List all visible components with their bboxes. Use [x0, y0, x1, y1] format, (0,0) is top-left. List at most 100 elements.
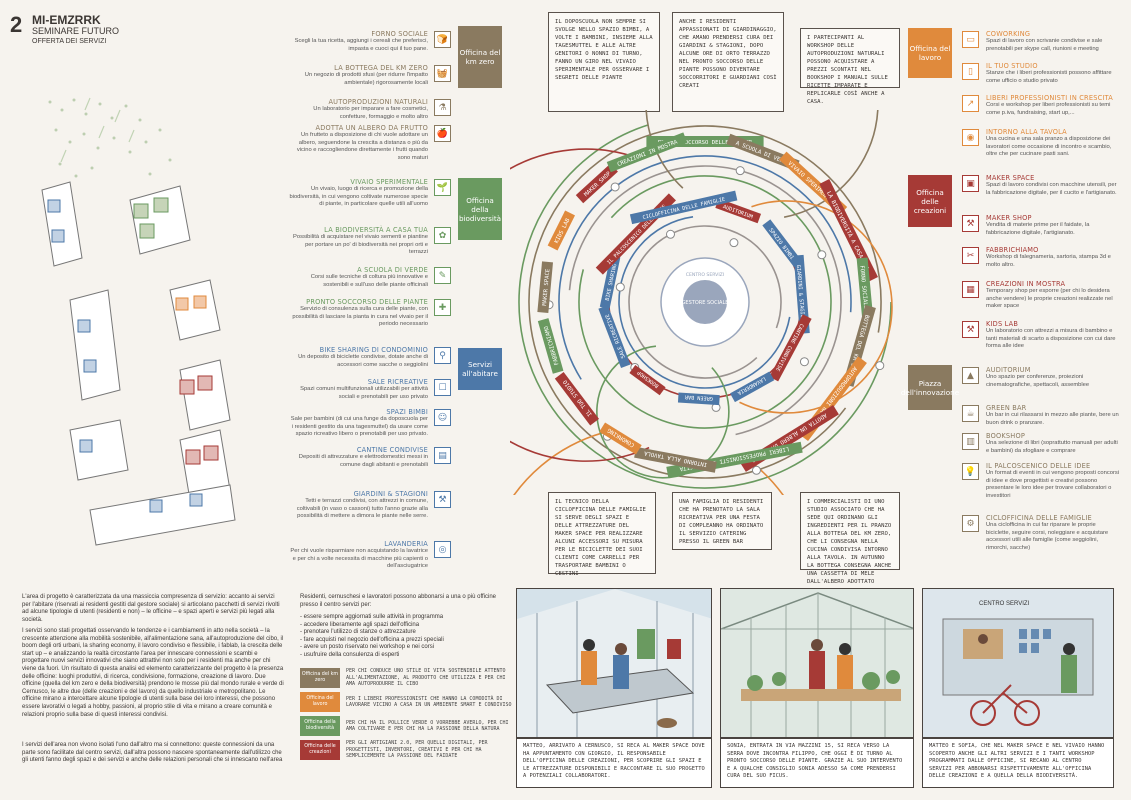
list-item: - accedere liberamente agli spazi dell'o…: [300, 621, 420, 628]
service-desc: Sale per bambini (di cui una funge da do…: [290, 416, 428, 437]
comic-panel-maker-space: [516, 588, 712, 738]
service-title: A SCUOLA DI VERDE: [357, 266, 428, 274]
service-title: KIDS LAB: [986, 320, 1019, 328]
comic-panel-serra: [720, 588, 914, 738]
service-desc: Uno spazio per conferenze, proiezioni ci…: [986, 374, 1090, 388]
service-title: INTORNO ALLA TAVOLA: [986, 128, 1067, 136]
box-icon: ▤: [434, 447, 451, 464]
hammer-icon: ⚒: [962, 321, 979, 338]
note-doposcuola: Il doposcuola non sempre si svolge nello…: [548, 12, 660, 112]
note-commercialisti: I commercialisti di uno studio associato…: [800, 492, 900, 585]
service-title: LA BIODIVERSITÀ A CASA TUA: [324, 226, 428, 234]
ring-node: [729, 238, 739, 248]
ring-arc: [518, 124, 892, 489]
service-desc: Un frutteto a disposizione di chi vuole …: [296, 132, 428, 161]
note-workshop: I partecipanti al workshop delle autopro…: [800, 28, 900, 105]
plate-icon: ◉: [962, 129, 979, 146]
ring-label-text: FORNO SOCIALE: [858, 265, 868, 310]
ring-label: GREEN BAR: [677, 392, 720, 406]
cross-icon: ✚: [434, 299, 451, 316]
service-title: LAVANDERIA: [384, 540, 428, 548]
service-desc: Un laboratorio per imparare a fare cosme…: [313, 106, 428, 120]
service-desc: Depositi di attrezzature e elettrodomest…: [298, 454, 428, 468]
ring-arc: [528, 125, 882, 479]
service-title: BOOKSHOP: [986, 432, 1026, 440]
toy-icon: ☺: [434, 409, 451, 426]
centro-servizi-label: CENTRO SERVIZI: [686, 272, 724, 278]
legend-desc: Per gli artigiani 2.0, per quelli digita…: [346, 740, 488, 760]
category-abitare: Servizi all'abitare: [458, 348, 502, 390]
note-residenti: Anche i residenti appassionati di giardi…: [672, 12, 784, 112]
ring-arc: [510, 148, 650, 462]
service-title: GREEN BAR: [986, 404, 1027, 412]
project-title: MI-EMZRRK: [32, 13, 101, 27]
service-desc: Spazi di lavoro condivisi con macchine u…: [986, 182, 1117, 196]
desk-icon: ▭: [962, 31, 979, 48]
service-title: VIVAIO SPERIMENTALE: [350, 178, 428, 186]
comic-caption: Matteo e Sofia, che nel maker space e ne…: [922, 738, 1114, 788]
comic-caption: Matteo, arrivato a Cernusco, si reca al …: [516, 738, 712, 788]
legend-desc: Per chi ha il pollice verde o vorrebbe a…: [346, 719, 509, 733]
service-title: AUDITORIUM: [986, 366, 1031, 374]
ring-label: GIARDINI & STAGIONI: [793, 254, 810, 334]
wrench-icon: ⚙: [962, 515, 979, 532]
service-title: MAKER SHOP: [986, 214, 1032, 222]
service-title: AUTOPRODUZIONI NATURALI: [328, 98, 428, 106]
note-ciclofficina: Il tecnico della ciclofficina delle fami…: [548, 492, 656, 577]
sofa-icon: ☐: [434, 379, 451, 396]
service-title: CREAZIONI IN MOSTRA: [986, 280, 1066, 288]
centro-servizi-sign: CENTRO SERVIZI: [979, 601, 1030, 607]
ring-arc: [628, 225, 782, 379]
ring-node: [751, 465, 761, 475]
service-desc: Per chi vuole risparmiare non acquistand…: [290, 548, 428, 569]
legend-desc: Per chi conduce uno stile di vita sosten…: [346, 668, 506, 688]
ring-label: FORNO SOCIALE: [856, 257, 873, 317]
ring-label: BOOKSHOP: [629, 364, 666, 396]
legend-desc: Per i liberi professionisti che hanno la…: [346, 695, 512, 709]
bike-icon: ⚲: [434, 347, 451, 364]
service-desc: Scegli la tua ricetta, aggiungi i cereal…: [294, 38, 428, 52]
section-title: OFFERTA DEI SERVIZI: [32, 38, 107, 45]
ring-label: LAVANDERIA: [730, 371, 775, 403]
service-desc: Un vivaio, luogo di ricerca e promozione…: [289, 186, 428, 207]
service-desc: Spazi comuni multifunzionali utilizzabil…: [300, 386, 428, 400]
ring-node: [817, 250, 827, 260]
ring-label: IL TUO STUDIO: [554, 371, 599, 426]
service-title: BIKE SHARING DI CONDOMINIO: [319, 346, 428, 354]
service-desc: Una selezione di libri (soprattutto manu…: [986, 440, 1118, 454]
ring-center: [683, 280, 727, 324]
service-desc: Corsi e workshop per liberi professionis…: [986, 102, 1111, 116]
service-title: LA BOTTEGA DEL KM ZERO: [334, 64, 428, 72]
intro-text: L'area di progetto è caratterizzata da u…: [22, 594, 280, 623]
service-desc: Un laboratorio con attrezzi a misura di …: [986, 328, 1116, 349]
category-lavoro: Officina del lavoro: [908, 28, 952, 78]
ring-label-text: MAKER SPACE: [542, 268, 551, 306]
stage-icon: ▲: [962, 367, 979, 384]
ring-node: [615, 282, 625, 292]
list-item: - essere sempre aggiornati sulle attivit…: [300, 614, 444, 620]
site-axonometric: [41, 97, 236, 546]
sprout-icon: 🌱: [434, 179, 451, 196]
service-title: SPAZI BIMBI: [386, 408, 428, 416]
service-desc: Temporary shop per esporre (per chi lo d…: [986, 288, 1113, 309]
ring-label: FABBRICHIAMO: [537, 318, 564, 374]
service-title: ADOTTA UN ALBERO DA FRUTTO: [315, 124, 428, 132]
chart-icon: ↗: [962, 95, 979, 112]
washer-icon: ◎: [434, 541, 451, 558]
